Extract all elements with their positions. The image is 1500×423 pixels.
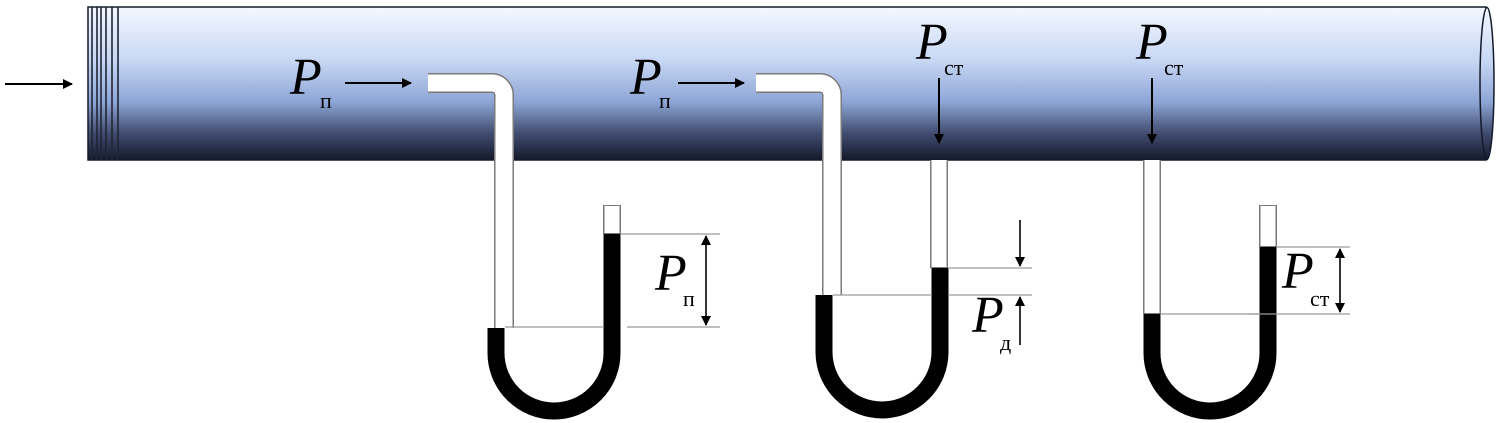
label-p2-sub: п — [659, 88, 671, 113]
manometer-1 — [487, 205, 621, 420]
pipe-flange — [91, 7, 119, 160]
pipe — [87, 6, 1495, 161]
label-m2-sub: д — [1000, 330, 1011, 355]
label-m3: P — [1281, 243, 1314, 300]
manometer-2 — [815, 160, 949, 419]
dimension-arrows — [701, 220, 1345, 345]
label-m1-sub: п — [683, 286, 695, 311]
label-m1: P — [654, 245, 687, 302]
label-m2: P — [971, 287, 1004, 344]
manometer-1-liquid — [487, 234, 621, 420]
label-p3: P — [915, 14, 948, 71]
manometer-3 — [1143, 160, 1277, 420]
label-p1-sub: п — [320, 88, 332, 113]
labels: P п P п P ст P ст P п P д P ст — [289, 14, 1330, 355]
label-p3-sub: ст — [944, 55, 964, 80]
label-m3-sub: ст — [1310, 286, 1330, 311]
level-lines — [505, 233, 1350, 328]
pitot-tube-1 — [428, 73, 514, 328]
pipe-end-cap — [1479, 6, 1495, 161]
label-p4-sub: ст — [1164, 55, 1184, 80]
label-p4: P — [1135, 14, 1168, 71]
manometer-3-liquid — [1143, 247, 1277, 420]
label-p1: P — [289, 49, 322, 106]
manometer-2-liquid — [815, 268, 949, 419]
pressure-arrows — [345, 78, 1157, 144]
pitot-tube-2 — [756, 73, 842, 295]
label-p2: P — [629, 49, 662, 106]
